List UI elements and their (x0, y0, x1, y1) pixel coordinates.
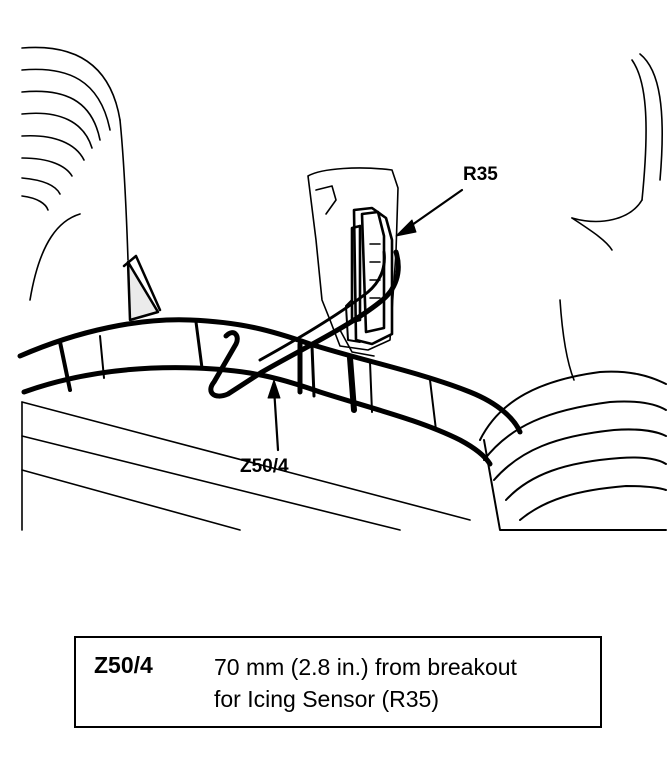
r35-leader-arrow (395, 188, 464, 237)
main-harness (17, 317, 523, 467)
wiring-harness-illustration: R35 Z50/4 (17, 46, 667, 531)
z50-4-leader-arrow (267, 379, 281, 452)
left-bracket-fin (122, 254, 162, 322)
sensor-branch-wire (208, 249, 401, 399)
callout-z50-4-label: Z50/4 (240, 456, 289, 477)
upper-left-duct-lines (21, 46, 129, 301)
legend-box: Z50/4 70 mm (2.8 in.) from breakout for … (74, 636, 602, 728)
legend-description: 70 mm (2.8 in.) from breakout for Icing … (214, 651, 517, 715)
callout-r35-label: R35 (463, 164, 498, 185)
legend-line-1: 70 mm (2.8 in.) from breakout (214, 654, 517, 680)
legend-line-2: for Icing Sensor (R35) (214, 686, 439, 712)
upper-right-duct-lines (559, 53, 664, 381)
lower-panel-lines (21, 401, 471, 531)
legend-code: Z50/4 (94, 652, 153, 678)
lower-right-duct-coils (479, 370, 667, 531)
